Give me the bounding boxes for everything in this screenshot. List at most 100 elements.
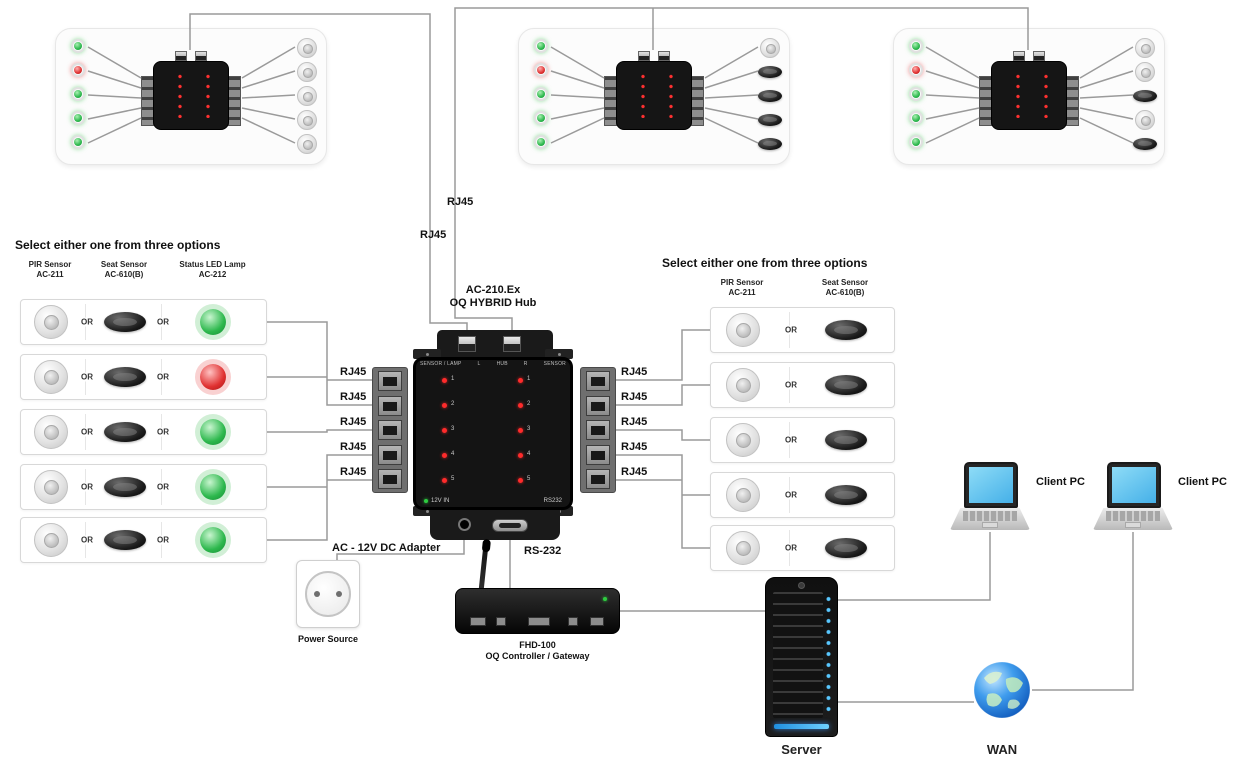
sensor <box>757 110 783 130</box>
status-led <box>71 87 85 101</box>
pir-sensor-icon <box>297 134 317 154</box>
status-led <box>909 87 923 101</box>
right-options-title: Select either one from three options <box>662 256 868 270</box>
lan-port-icon <box>568 617 578 626</box>
or-label: OR <box>79 427 95 437</box>
rj45-port-icon <box>638 51 650 61</box>
port-number: 1 <box>451 376 455 382</box>
rj45-jack <box>378 371 402 391</box>
column-header-seat: Seat Sensor AC-610(B) <box>94 260 154 279</box>
port-number: 2 <box>451 401 455 407</box>
wire-pc2-to-wan <box>1032 532 1134 691</box>
sensor <box>294 86 320 106</box>
led-column <box>1016 74 1020 118</box>
rj45-label: RJ45 <box>447 196 474 208</box>
port-number: 3 <box>451 426 455 432</box>
laptop-screen <box>1107 462 1161 508</box>
power-source-label: Power Source <box>297 634 359 644</box>
seat-sensor-icon <box>104 312 146 332</box>
left-option-row-4: OR OR <box>20 464 267 510</box>
port-led <box>442 378 447 383</box>
rj45-port-icon <box>503 336 521 352</box>
right-option-row-4: OR <box>710 472 895 518</box>
seat-sensor-icon <box>758 114 782 126</box>
wan-label: WAN <box>986 742 1018 757</box>
rj45-label: RJ45 <box>340 391 367 403</box>
room-hub-device <box>604 51 704 146</box>
status-led <box>534 135 548 149</box>
room-hub-device <box>141 51 241 146</box>
room-hub-device <box>979 51 1079 146</box>
rj45-port-icon <box>458 336 476 352</box>
left-options-title: Select either one from three options <box>15 238 221 252</box>
or-label: OR <box>783 435 799 445</box>
pir-sensor-icon <box>726 313 760 347</box>
laptop-screen <box>964 462 1018 508</box>
room-kit-panel-1 <box>55 28 327 165</box>
hub-title: AC-210.Ex OQ HYBRID Hub <box>413 284 573 310</box>
seat-sensor-icon <box>825 430 867 450</box>
pir-sensor-icon <box>297 62 317 82</box>
pir-sensor-icon <box>1135 62 1155 82</box>
sensor <box>294 38 320 58</box>
status-led <box>909 135 923 149</box>
rj45-label: RJ45 <box>621 391 648 403</box>
dc-jack-icon <box>458 518 471 531</box>
usb-port-icon <box>470 617 486 626</box>
rj45-jack <box>378 469 402 489</box>
hub-panel-label: SENSOR / LAMP <box>420 361 462 367</box>
status-led <box>909 39 923 53</box>
seat-sensor-icon <box>825 485 867 505</box>
power-outlet <box>296 560 360 628</box>
rj45-label: RJ45 <box>621 466 648 478</box>
or-label: OR <box>79 317 95 327</box>
hub-power-label: 12V IN <box>431 498 450 504</box>
rj45-port-icon <box>175 51 187 61</box>
column-header-lamp: Status LED Lamp AC-212 <box>175 260 250 279</box>
or-label: OR <box>155 372 171 382</box>
sensor <box>757 38 783 58</box>
led-column <box>641 74 645 118</box>
rj45-port-icon <box>1033 51 1045 61</box>
rj45-jack <box>586 420 610 440</box>
column-header-line: PIR Sensor <box>28 260 72 269</box>
port-led <box>518 378 523 383</box>
server-drive-bays <box>773 592 823 718</box>
seat-sensor-icon <box>825 375 867 395</box>
rj45-label: RJ45 <box>420 229 447 241</box>
status-led-lamp <box>200 364 226 390</box>
left-option-row-1: OR OR <box>20 299 267 345</box>
hub-body <box>153 61 229 130</box>
sensor <box>1132 38 1158 58</box>
right-option-row-2: OR <box>710 362 895 408</box>
controller-body <box>455 588 620 634</box>
status-led-lamp <box>200 309 226 335</box>
right-option-row-5: OR <box>710 525 895 571</box>
sensor <box>757 134 783 154</box>
port-number: 1 <box>527 376 531 382</box>
seat-sensor-icon <box>1133 90 1157 102</box>
left-option-row-3: OR OR <box>20 409 267 455</box>
hub-panel-label: L <box>477 361 481 367</box>
or-label: OR <box>155 317 171 327</box>
port-led <box>442 478 447 483</box>
hub-body <box>991 61 1067 130</box>
or-label: OR <box>155 427 171 437</box>
sensor <box>294 110 320 130</box>
controller-label: FHD-100 OQ Controller / Gateway <box>445 640 630 662</box>
rj45-label: RJ45 <box>340 466 367 478</box>
client-pc-2 <box>1093 462 1173 534</box>
room-kit-panel-2 <box>518 28 790 165</box>
port-led <box>442 453 447 458</box>
rs232-label: RS-232 <box>524 545 562 557</box>
pir-sensor-icon <box>726 423 760 457</box>
or-label: OR <box>79 535 95 545</box>
globe-icon <box>973 661 1031 719</box>
port-number: 4 <box>527 451 531 457</box>
rs232-connector-icon <box>492 519 528 532</box>
left-option-row-5: OR OR <box>20 517 267 563</box>
pir-sensor-icon <box>726 478 760 512</box>
server-power-button <box>798 582 805 589</box>
column-header-seat: Seat Sensor AC-610(B) <box>815 278 875 297</box>
hub-uplink-ports <box>175 51 207 61</box>
